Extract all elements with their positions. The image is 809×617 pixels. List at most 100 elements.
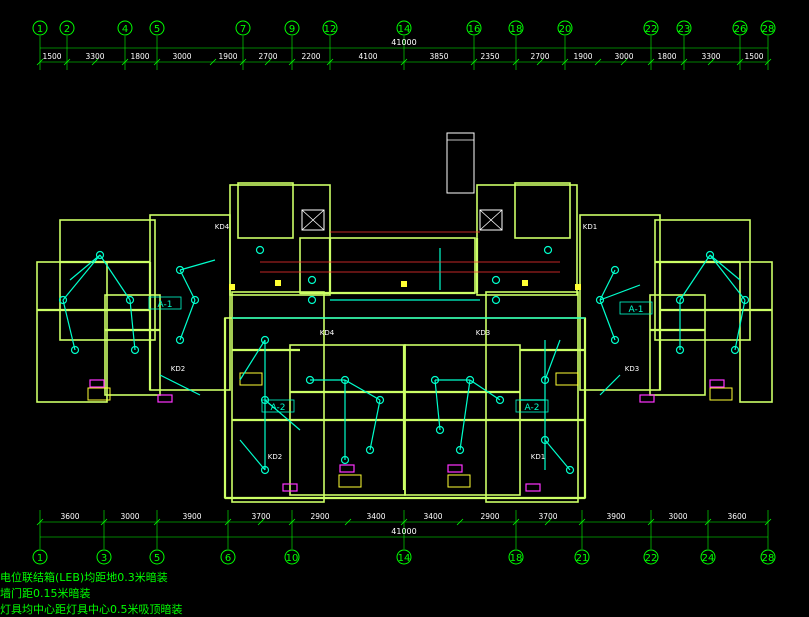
distribution-box [339, 464, 355, 473]
dim-tick-bottom [578, 518, 586, 526]
dim-text-bottom: 3900 [182, 512, 201, 521]
box-label: KD3 [476, 329, 490, 337]
axis-label-bottom: 24 [702, 553, 715, 564]
wire-run [459, 379, 471, 451]
wire-run [544, 439, 571, 471]
light-fixture [540, 435, 550, 445]
dim-tick-top [536, 58, 544, 66]
electrical-wiring [58, 231, 750, 492]
dim-text-top: 3000 [614, 52, 633, 61]
light-fixture [540, 375, 550, 385]
unit-label: A-1 [158, 300, 173, 310]
dim-tick-bottom [647, 518, 655, 526]
axis-bubble-top [396, 20, 412, 36]
window-box [338, 474, 362, 488]
box-label: KD2 [171, 365, 185, 373]
axis-label-top: 4 [122, 24, 128, 35]
axis-label-top: 5 [154, 24, 160, 35]
unit-label-box [619, 301, 653, 315]
axis-bubble-bottom [32, 549, 48, 565]
box-label: KD2 [268, 453, 282, 461]
axis-label-top: 20 [559, 24, 572, 35]
dim-tick-top [326, 58, 334, 66]
axis-label-top: 23 [678, 24, 691, 35]
dim-text-top: 3850 [429, 52, 448, 61]
axis-bubble-bottom [149, 549, 165, 565]
axis-label-top: 22 [645, 24, 658, 35]
axis-label-bottom: 28 [762, 553, 775, 564]
distribution-box [89, 379, 105, 388]
axis-label-bottom: 18 [510, 553, 523, 564]
dim-text-top: 2700 [530, 52, 549, 61]
junction-box [575, 284, 581, 290]
light-fixture [95, 250, 105, 260]
light-fixture [675, 295, 685, 305]
light-fixture [365, 445, 375, 455]
dim-text-top-total: 41000 [391, 38, 416, 47]
window-box [555, 372, 579, 386]
wall-segment [739, 261, 773, 403]
light-fixture [175, 265, 185, 275]
light-fixture [375, 395, 385, 405]
axis-bubble-top [322, 20, 338, 36]
axis-bubble-top [284, 20, 300, 36]
wall-segment [514, 182, 571, 239]
light-fixture [730, 345, 740, 355]
wire-run [434, 379, 441, 431]
axis-bubble-top [32, 20, 48, 36]
axis-bubble-top [59, 20, 75, 36]
junction-box [401, 281, 407, 287]
light-fixture [491, 295, 501, 305]
wire-run [62, 254, 101, 301]
light-fixture [340, 375, 350, 385]
dim-tick-bottom [100, 518, 108, 526]
dim-tick-top [121, 58, 129, 66]
axis-label-bottom: 5 [154, 553, 160, 564]
wire-run [599, 269, 616, 301]
wall-segment [476, 184, 578, 296]
window-box [87, 387, 111, 401]
axis-label-top: 16 [468, 24, 481, 35]
wall-segment [485, 291, 579, 503]
shaft-outline [446, 132, 475, 194]
dim-tick-top [707, 58, 715, 66]
axis-bubble-bottom [574, 549, 590, 565]
light-fixture [307, 275, 317, 285]
elevator-box [479, 209, 503, 231]
dim-text-top: 2350 [480, 52, 499, 61]
axis-bubble-top [149, 20, 165, 36]
wire-run [369, 399, 381, 451]
axis-label-bottom: 1 [37, 553, 43, 564]
distribution-box [639, 394, 655, 403]
dim-text-bottom: 2900 [480, 512, 499, 521]
note-line-3: 灯具均中心距灯具中心0.5米吸顶暗装 [0, 603, 183, 616]
axis-label-top: 18 [510, 24, 523, 35]
dim-tick-bottom [512, 518, 520, 526]
wall-segment [299, 237, 476, 294]
dim-tick-top [400, 58, 408, 66]
wire-run [734, 299, 746, 351]
dim-tick-top [680, 58, 688, 66]
axis-label-bottom: 3 [101, 553, 107, 564]
junction-box [275, 280, 281, 286]
dim-tick-bottom [288, 518, 296, 526]
dim-tick-bottom [704, 518, 712, 526]
light-fixture [595, 295, 605, 305]
axis-label-top: 9 [289, 24, 295, 35]
light-fixture [125, 295, 135, 305]
light-fixture [610, 265, 620, 275]
axis-bubble-top [676, 20, 692, 36]
dim-tick-bottom [36, 518, 44, 526]
unit-label: A-2 [525, 403, 540, 413]
dimension-lines [36, 36, 772, 549]
light-fixture [305, 375, 315, 385]
dim-text-bottom: 3000 [120, 512, 139, 521]
light-fixture [70, 345, 80, 355]
dim-text-bottom: 3000 [668, 512, 687, 521]
box-label: KD4 [215, 223, 230, 231]
light-fixture [455, 445, 465, 455]
wire-run [179, 259, 216, 271]
window-box [447, 474, 471, 488]
dim-text-bottom: 3600 [60, 512, 79, 521]
